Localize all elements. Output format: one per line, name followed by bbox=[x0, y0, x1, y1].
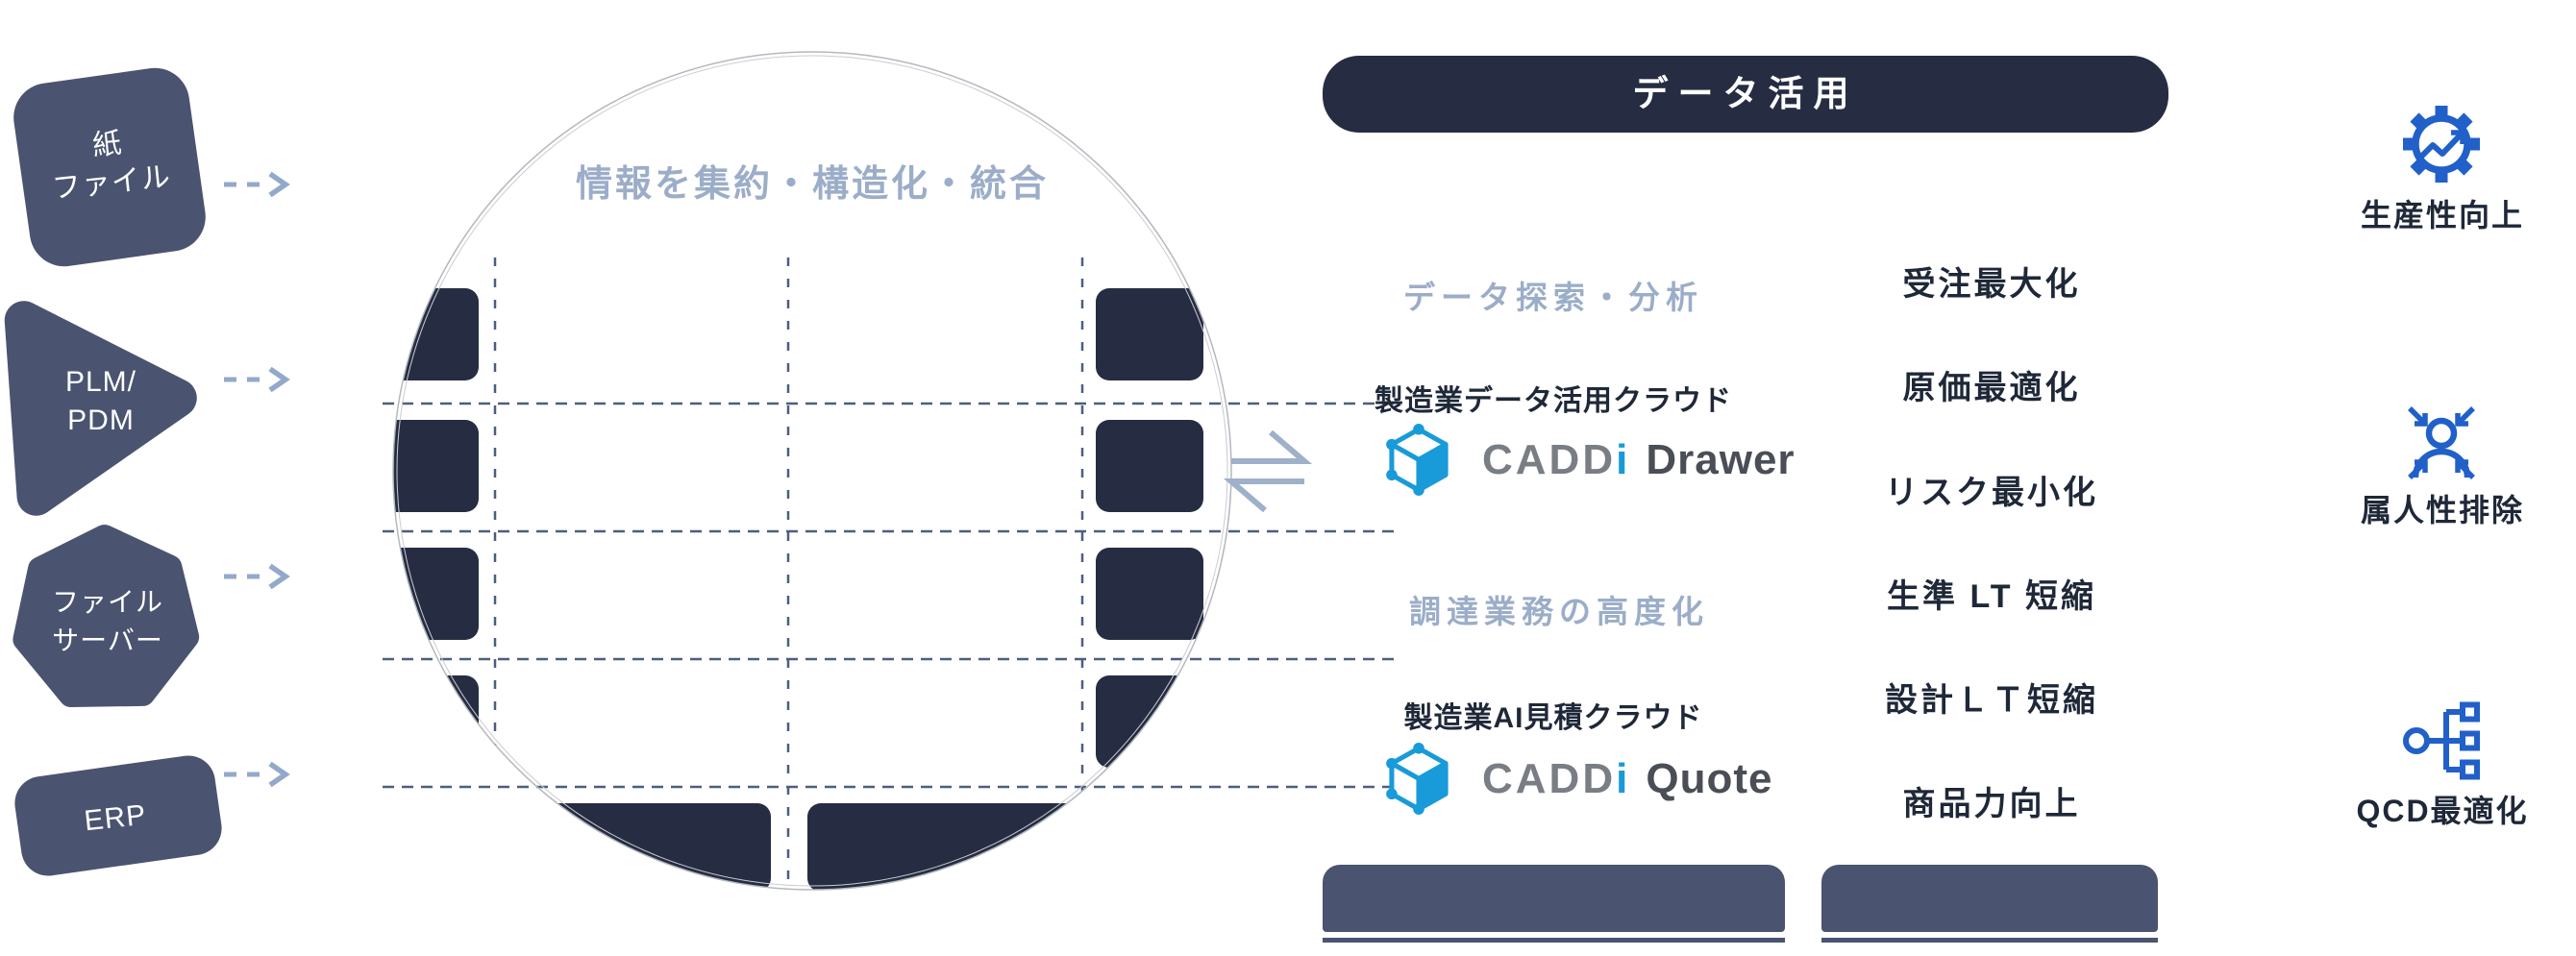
brand-prefix: CADD bbox=[1482, 755, 1617, 802]
source-label-plm-pdm: PLM/ PDM bbox=[5, 363, 197, 440]
source-line: PLM/ bbox=[64, 366, 137, 398]
product-subtitle-drawer: 製造業データ活用クラウド bbox=[1375, 385, 1732, 417]
outcome-item: リスク最小化 bbox=[1885, 475, 2098, 511]
brand-i: i bbox=[1616, 436, 1631, 483]
benefit-label-qcd: QCD最適化 bbox=[2356, 794, 2529, 828]
source-arrows bbox=[224, 171, 290, 788]
product-category-drawer: データ探索・分析 bbox=[1403, 280, 1703, 315]
source-shapes bbox=[4, 67, 222, 876]
hub-title: 情報を集約・構造化・統合 bbox=[575, 164, 1049, 205]
outcome-item: 受注最大化 bbox=[1902, 266, 2081, 303]
arrow-right-icon bbox=[224, 366, 290, 393]
caddi-quote-logo: CADDi Quote bbox=[1469, 743, 1772, 816]
outcome-item: 原価最適化 bbox=[1902, 370, 2081, 406]
source-line: ファイル bbox=[51, 587, 163, 617]
brand-prefix: CADD bbox=[1482, 436, 1617, 483]
bidirectional-exchange-icon bbox=[1223, 429, 1313, 513]
brand-i: i bbox=[1616, 755, 1631, 802]
file-server-shape bbox=[12, 525, 200, 707]
benefit-label-depersonalization: 属人性排除 bbox=[2360, 493, 2524, 527]
source-line: PDM bbox=[67, 404, 135, 436]
outcome-item: 設計ＬＴ短縮 bbox=[1885, 682, 2098, 719]
bottom-card-left bbox=[1323, 865, 1785, 932]
bottom-card-right bbox=[1821, 865, 2158, 932]
arrow-right-icon bbox=[224, 171, 290, 198]
bottom-card-right-edge bbox=[1821, 938, 2158, 943]
bottom-card-left-edge bbox=[1323, 938, 1785, 943]
product-category-quote: 調達業務の高度化 bbox=[1409, 594, 1709, 629]
outcome-item: 商品力向上 bbox=[1902, 786, 2081, 822]
brand-wordmark: CADDi bbox=[1482, 755, 1630, 803]
outcome-item: 生準 LT 短縮 bbox=[1887, 578, 2096, 615]
data-utilization-banner: データ活用 bbox=[1323, 56, 2168, 133]
source-label-file-server: ファイル サーバー bbox=[12, 583, 204, 660]
erp-shape bbox=[14, 755, 222, 876]
product-name: Drawer bbox=[1646, 436, 1796, 483]
benefit-label-productivity: 生産性向上 bbox=[2360, 198, 2524, 233]
arrow-right-icon bbox=[224, 563, 290, 590]
gear-trend-up-icon bbox=[2403, 106, 2480, 183]
product-subtitle-quote: 製造業AI見積クラウド bbox=[1403, 702, 1703, 734]
arrow-right-icon bbox=[224, 761, 290, 788]
product-name: Quote bbox=[1646, 755, 1773, 802]
person-converging-arrows-icon bbox=[2408, 406, 2475, 479]
paper-file-shape bbox=[13, 67, 206, 267]
plm-pdm-shape bbox=[4, 301, 197, 516]
caddi-drawer-logo: CADDi Drawer bbox=[1469, 424, 1796, 497]
source-line: サーバー bbox=[52, 625, 163, 655]
benefit-icons bbox=[2403, 106, 2480, 780]
brand-wordmark: CADDi bbox=[1482, 436, 1630, 484]
node-hierarchy-icon bbox=[2403, 701, 2480, 780]
